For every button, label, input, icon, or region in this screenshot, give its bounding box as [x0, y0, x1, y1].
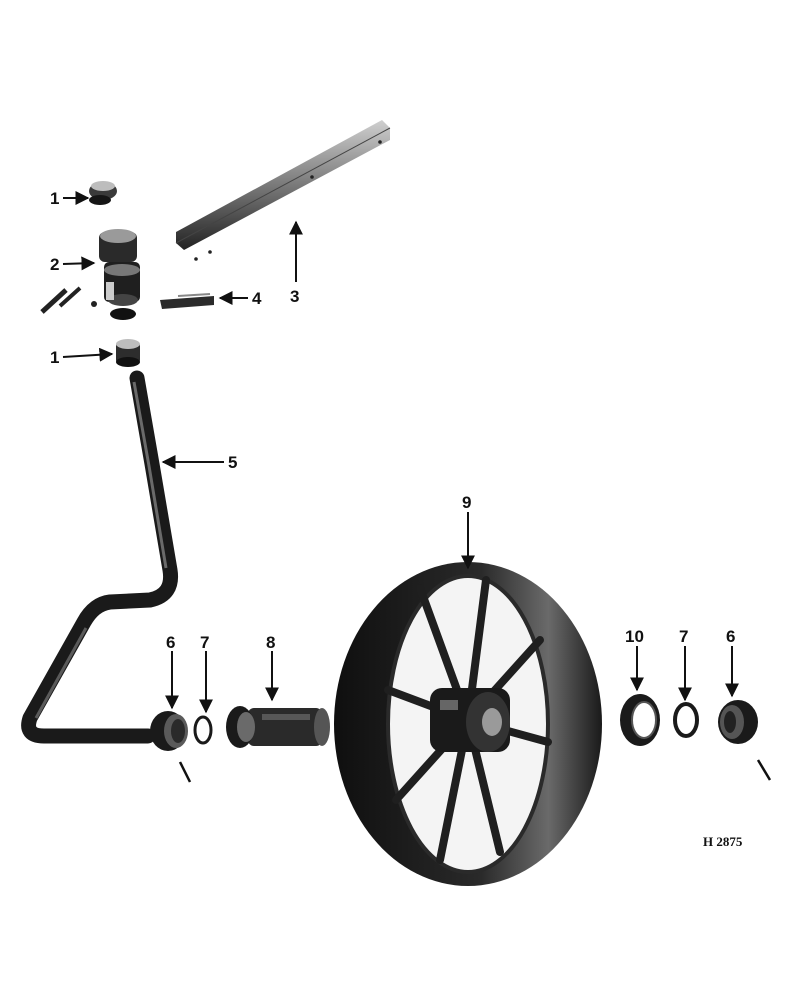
- part-pin: [40, 286, 97, 314]
- callout-5: 5: [228, 453, 237, 472]
- callout-6-left: 6: [166, 633, 175, 652]
- callout-10: 10: [625, 627, 644, 646]
- tick-marks: [178, 759, 772, 783]
- callout-arrows: [62, 191, 739, 714]
- callout-3: 3: [290, 287, 299, 306]
- callout-2: 2: [50, 255, 59, 274]
- part-bearing-left: [150, 711, 188, 751]
- callout-7-left: 7: [200, 633, 209, 652]
- callout-4: 4: [252, 289, 262, 308]
- figure-id: H 2875: [703, 834, 743, 849]
- callout-1-lower: 1: [50, 348, 59, 367]
- part-clamp: [160, 293, 214, 309]
- callout-6-right: 6: [726, 627, 735, 646]
- part-spindle-housing: [99, 229, 140, 320]
- wheel-hub: [430, 688, 510, 752]
- part-axle-sleeve: [226, 706, 330, 748]
- part-bearing-cone: [620, 694, 660, 746]
- callout-labels: 1 2 3 4 1 5 6 7 8 9 10 7 6: [50, 189, 735, 652]
- part-bushing-lower: [116, 339, 140, 367]
- part-seal-right: [673, 702, 699, 738]
- callout-7-right: 7: [679, 627, 688, 646]
- callout-1-top: 1: [50, 189, 59, 208]
- callout-8: 8: [266, 633, 275, 652]
- callout-9: 9: [462, 493, 471, 512]
- part-caster-arm: [21, 370, 179, 744]
- part-wheel: [334, 562, 602, 886]
- part-bar: [175, 120, 391, 261]
- part-seal-left: [193, 715, 213, 745]
- part-bearing-right: [718, 700, 758, 744]
- part-bushing-top: [89, 181, 117, 205]
